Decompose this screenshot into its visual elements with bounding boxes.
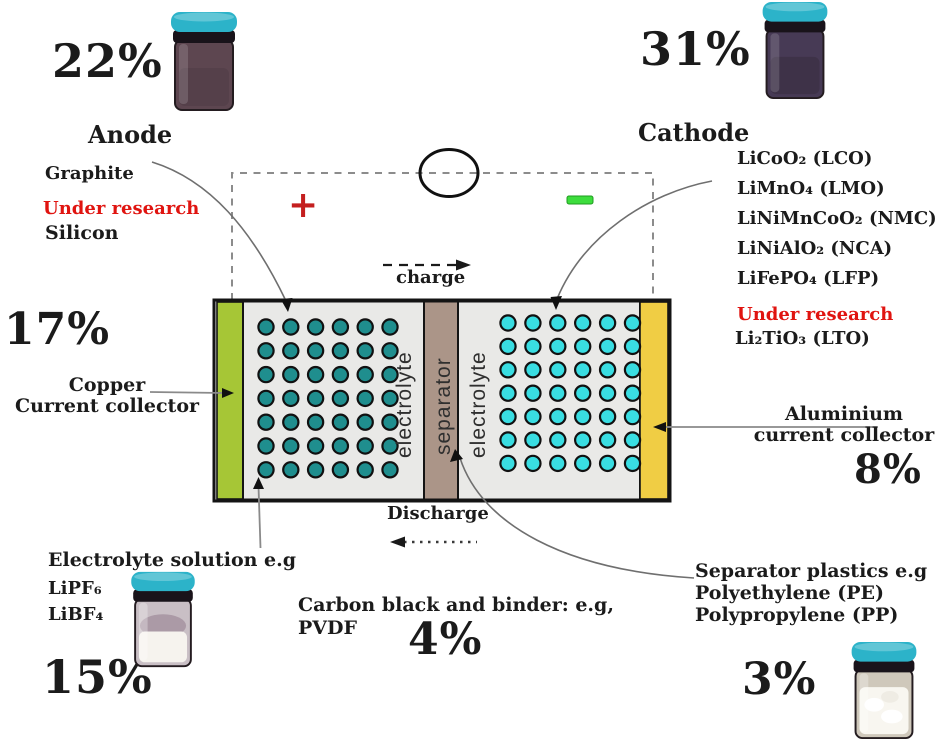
electrolyte-solution-jar [122,570,204,670]
charge-label: charge [396,267,466,288]
electrolyte-solution-title: Electrolyte solution e.g [48,549,297,571]
electrolyte-percentage: 15% [42,650,153,704]
cathode-pointer-curve [556,180,713,300]
anode-title: Anode [88,120,173,149]
separator-info-line1: Separator plastics e.g [695,560,928,582]
aluminium-current-collector-bar [639,301,669,500]
separator-curve-arrowhead [450,449,463,462]
electrolyte-arrowhead [253,477,264,489]
cathode-curve-arrowhead [550,296,562,310]
binder-percentage: 4% [408,614,483,665]
cathode-percentage: 31% [640,22,751,76]
separator-info-line2: Polyethylene (PE) [695,582,884,604]
copper-collector-line1: Copper [68,374,146,396]
copper-collector-label: Copper Current collector [8,375,206,417]
anode-pointer-curve [151,161,287,302]
aluminium-arrowhead [653,422,666,432]
anode-material-graphite: Graphite [45,163,134,184]
cathode-particles [499,314,642,473]
discharge-arrow [390,536,477,548]
leader-lines [149,161,878,579]
cathode-material-lmo: LiMnO₄ (LMO) [737,178,885,199]
cathode-electrolyte-label: electrolyte [467,351,490,458]
electrolyte-example-libf4: LiBF₄ [48,604,104,625]
anode-under-research-label: Under research [43,198,200,219]
minus-terminal [566,195,594,205]
circuit-dashed-wire [231,172,654,300]
plus-terminal: + [288,184,319,226]
electrolyte-solution-leader-line [257,485,262,549]
cathode-material-nca: LiNiAlO₂ (NCA) [737,238,893,259]
cathode-material-nmc: LiNiMnCoO₂ (NMC) [737,208,937,229]
separator-label: separator [432,357,455,455]
cathode-under-research-label: Under research [737,304,894,325]
binder-label-line1: Carbon black and binder: e.g, [298,594,614,616]
separator-info-line3: Polypropylene (PP) [695,604,899,626]
anode-material-jar [166,10,242,114]
electrolyte-example-lipf6: LiPF₆ [48,578,102,599]
cathode-material-jar [757,0,833,102]
charge-arrow [383,259,471,271]
battery-cell: electrolyte separator electrolyte [212,298,672,503]
anode-material-silicon: Silicon [45,222,119,244]
copper-leader-line [149,391,225,394]
copper-current-collector-bar [216,301,244,500]
aluminium-percentage: 8% [854,446,922,493]
anode-particles [257,318,399,479]
copper-percentage: 17% [4,304,111,355]
separator-pointer-curve [459,457,695,579]
cathode-title: Cathode [638,118,750,147]
aluminium-collector-line1: Aluminium [784,403,904,425]
aluminium-collector-label: Aluminium current collector [748,404,940,446]
anode-electrolyte-label: electrolyte [393,351,416,458]
cathode-material-lco: LiCoO₂ (LCO) [737,148,873,169]
cathode-material-lfp: LiFePO₄ (LFP) [737,268,880,289]
arrowheads [222,296,666,489]
copper-collector-line2: Current collector [14,394,200,417]
binder-label-line2: PVDF [298,617,357,639]
separator-strip [423,300,459,501]
separator-percentage: 3% [742,654,817,705]
discharge-label: Discharge [387,503,489,524]
copper-arrowhead [222,388,234,398]
circuit-meter-circle [418,148,480,198]
aluminium-collector-line2: current collector [753,423,935,446]
anode-curve-arrowhead [280,298,293,312]
separator-plastics-jar [843,640,925,742]
anode-percentage: 22% [52,34,163,88]
cathode-material-lto: Li₂TiO₃ (LTO) [735,328,870,349]
